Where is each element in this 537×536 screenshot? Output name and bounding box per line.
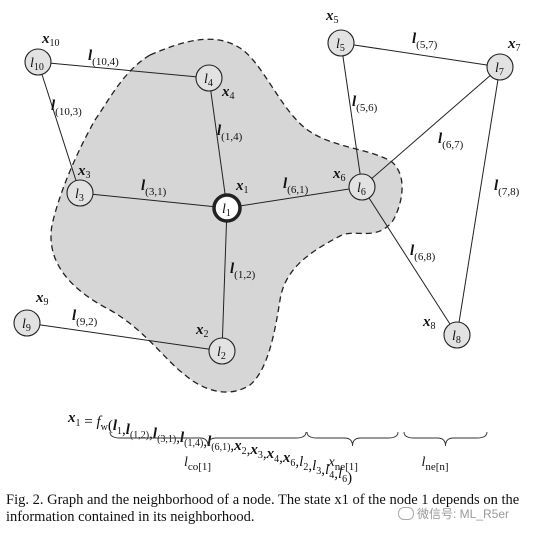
edge-label-10-3: l(10,3) [51, 98, 82, 118]
node-label-6: l6 [357, 181, 366, 198]
node-label-10: l10 [30, 56, 44, 73]
node-label-3: l3 [75, 187, 84, 204]
node-3 [66, 179, 94, 207]
brace-1 [109, 431, 307, 447]
edge-label-10-4: l(10,4) [88, 48, 119, 68]
edge-10-3 [37, 61, 81, 194]
node-label-5: l5 [336, 37, 345, 54]
state-label-1: x1 [235, 178, 249, 196]
wechat-icon [398, 507, 414, 520]
formula: x1 = fw(l1,l(1,2),l(3,1),l(1,4),l(6,1),x… [67, 410, 352, 486]
edge-label-1-4: l(1,4) [217, 123, 243, 143]
edge-5-6 [340, 42, 363, 188]
node-2 [208, 337, 236, 365]
edge-label-7-8: l(7,8) [494, 178, 520, 198]
edge-label-9-2: l(9,2) [72, 308, 98, 328]
node-label-8: l8 [452, 329, 461, 346]
edge-1-4 [208, 77, 228, 209]
state-label-8: x8 [422, 314, 436, 332]
edge-5-7 [340, 42, 501, 68]
edge-1-3 [79, 192, 228, 209]
state-label-9: x9 [35, 290, 49, 308]
node-7 [486, 53, 514, 81]
state-label-2: x2 [195, 322, 209, 340]
node-label-7: l7 [495, 61, 504, 78]
node-label-4: l4 [204, 72, 213, 89]
caption-text: Fig. 2. Graph and the neighborhood of a … [6, 492, 520, 525]
state-label-7: x7 [507, 36, 521, 54]
state-label-10: x10 [41, 31, 60, 49]
watermark: 微信号: ML_R5er [398, 505, 509, 522]
edge-1-2 [221, 207, 228, 352]
edge-label-6-7: l(6,7) [438, 131, 464, 151]
state-label-5: x5 [325, 8, 339, 26]
brace-3 [403, 431, 488, 447]
node-5 [327, 29, 355, 57]
brace-label-2: xne[1] [328, 455, 358, 473]
edge-6-7 [361, 66, 501, 188]
edge-1-6 [226, 186, 363, 209]
edge-9-2 [26, 322, 223, 352]
brace-2 [306, 431, 399, 447]
brace-label-1: lco[1] [184, 455, 211, 473]
edge-label-1-6: l(6,1) [283, 176, 309, 196]
node-label-2: l2 [217, 345, 226, 362]
node-9 [13, 309, 41, 337]
node-6 [348, 173, 376, 201]
state-label-4: x4 [221, 84, 235, 102]
node-4 [195, 64, 223, 92]
edge-label-5-7: l(5,7) [412, 31, 438, 51]
state-label-6: x6 [332, 166, 346, 184]
node-label-9: l9 [22, 317, 31, 334]
node-1 [212, 193, 242, 223]
node-label-1: l1 [222, 202, 231, 219]
node-10 [24, 48, 52, 76]
edge-label-5-6: l(5,6) [352, 94, 378, 114]
edge-6-8 [361, 186, 458, 336]
brace-label-3: lne[n] [422, 455, 449, 473]
edge-label-1-2: l(1,2) [230, 261, 256, 281]
figure-caption: Fig. 2. Graph and the neighborhood of a … [6, 492, 531, 526]
edge-10-4 [37, 61, 210, 79]
edge-7-8 [456, 66, 501, 336]
watermark-text: 微信号: ML_R5er [417, 507, 510, 521]
edge-label-1-3: l(3,1) [141, 178, 167, 198]
node-8 [443, 321, 471, 349]
state-label-3: x3 [77, 163, 91, 181]
edge-label-6-8: l(6,8) [410, 243, 436, 263]
